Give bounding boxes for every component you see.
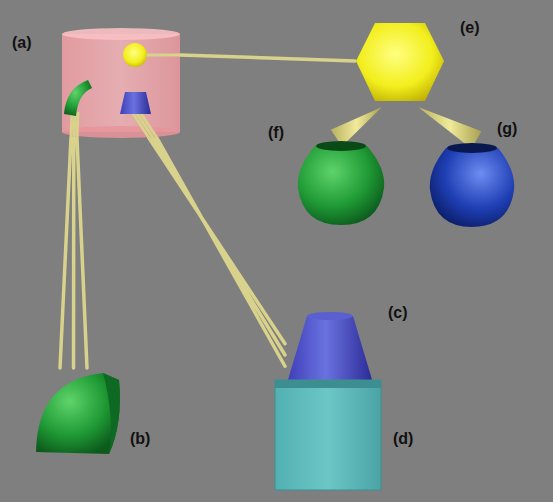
sphere-glyph-outline <box>427 140 517 228</box>
mini-cone <box>120 92 151 114</box>
wedge-body <box>36 373 120 454</box>
container-cylinder-outline <box>62 28 180 138</box>
box-glyph: (d) <box>275 380 381 490</box>
link-bundle <box>60 138 87 368</box>
link-stub <box>71 112 72 138</box>
cone-glyph: (c) <box>285 310 375 385</box>
link-stub <box>74 112 75 138</box>
box-glyph-outline <box>275 380 381 490</box>
box-top <box>275 380 381 388</box>
part-letter: (d) <box>393 430 413 448</box>
link-stub <box>146 54 180 57</box>
sphere-rim <box>447 143 497 153</box>
container-cylinder: (a) <box>62 28 180 138</box>
cone-link <box>418 107 481 149</box>
cylinder-body <box>62 34 180 132</box>
sphere-glyph: (g) <box>427 140 517 228</box>
part-letter: (b) <box>130 430 150 448</box>
part-letter: (a) <box>12 34 32 52</box>
sphere-glyph: (e) <box>355 15 445 107</box>
box-body <box>275 380 381 490</box>
link-bundle <box>180 55 355 61</box>
part-letter: (c) <box>388 304 408 322</box>
wedge-side <box>103 373 120 454</box>
sphere-body <box>298 143 384 225</box>
cone-glyph-outline <box>285 310 375 385</box>
link-stub <box>140 112 157 138</box>
sphere-body <box>356 23 444 101</box>
part-letter: (f) <box>268 124 284 142</box>
wedge-glyph: (b) <box>33 368 123 456</box>
part-letter: (g) <box>497 120 517 138</box>
sphere-glyph-outline <box>355 15 445 107</box>
sphere-body <box>430 145 514 227</box>
cone-body <box>287 316 373 383</box>
cone-link <box>331 107 382 146</box>
sphere-rim <box>316 141 366 151</box>
sphere-glyph-outline <box>295 138 387 226</box>
sphere-glyph: (f) <box>295 138 387 226</box>
mini-sphere <box>123 43 147 67</box>
mini-wedge <box>64 80 92 116</box>
cylinder-bottom <box>62 126 180 138</box>
cylinder-top <box>62 28 180 40</box>
link-bundle <box>149 138 285 366</box>
part-letter: (e) <box>460 19 480 37</box>
link-stub <box>132 112 149 138</box>
cone-top <box>307 312 353 320</box>
link-stub <box>136 112 153 138</box>
wedge-glyph-outline <box>33 368 123 456</box>
link-stub <box>77 112 78 138</box>
